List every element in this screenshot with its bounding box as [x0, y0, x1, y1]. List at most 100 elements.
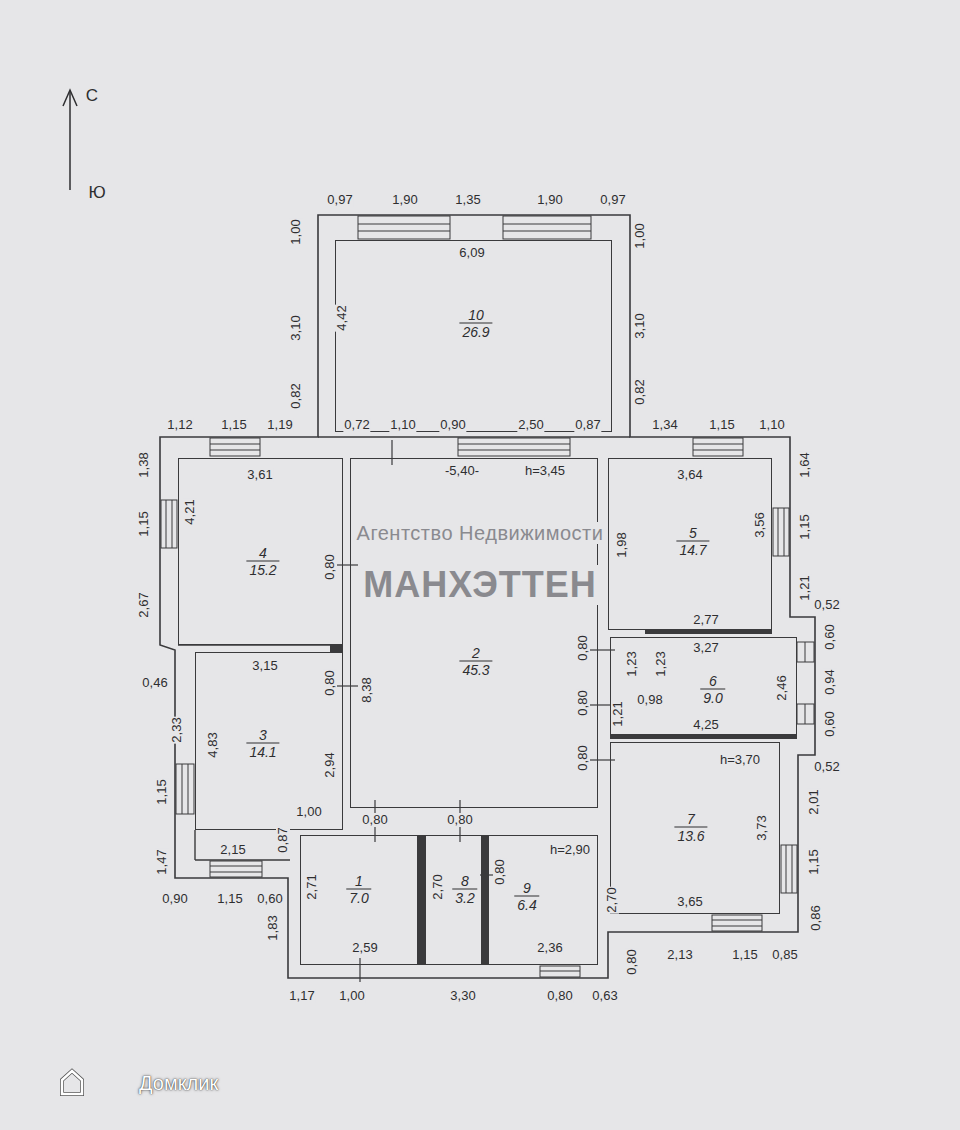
dimension: 0,80 [546, 989, 573, 1003]
room-area: 13.6 [674, 828, 707, 844]
dimension: 1,23 [625, 650, 639, 677]
dimension: 0,63 [591, 989, 618, 1003]
dimension: 0,82 [633, 378, 647, 405]
dimension: 2,71 [305, 873, 319, 900]
dimension: 1,64 [798, 451, 812, 478]
dimension: 2,01 [807, 788, 821, 815]
room-area: 6.4 [514, 897, 539, 913]
room: 1026.9 [335, 240, 612, 432]
room: 514.7 [608, 458, 772, 630]
room-number: 4 [246, 545, 279, 562]
dimension: 3,73 [755, 814, 769, 841]
dimension: 0,52 [813, 760, 840, 774]
dimension: 0,60 [256, 892, 283, 906]
room-area: 9.0 [700, 690, 725, 706]
room-number: 10 [459, 307, 492, 324]
dimension: 1,38 [137, 451, 151, 478]
wall-line [318, 436, 630, 437]
dimension: 1,90 [391, 193, 418, 207]
dimension: 1,19 [266, 418, 293, 432]
dimension: 4,83 [206, 731, 220, 758]
room-area: 14.7 [676, 542, 709, 558]
wall-line [195, 859, 290, 860]
dimension: 0,86 [809, 904, 823, 931]
dimension: 0,80 [625, 948, 639, 975]
windows [161, 216, 814, 977]
room-label: 314.1 [246, 727, 279, 760]
dimension: 0,80 [493, 858, 507, 885]
room-number: 9 [514, 880, 539, 897]
room-label: 96.4 [514, 880, 539, 913]
room-area: 3.2 [452, 890, 477, 906]
dimension: 3,15 [251, 659, 278, 673]
dimension: 0,46 [141, 676, 168, 690]
dimension: 1,12 [166, 418, 193, 432]
dimension: 1,15 [216, 892, 243, 906]
dimension: 1,15 [220, 418, 247, 432]
dimension: 4,42 [335, 304, 349, 331]
compass-letter: С [85, 87, 99, 105]
dimension: 4,21 [183, 498, 197, 525]
room: 69.0 [610, 637, 797, 735]
room: 17.0 [300, 835, 418, 965]
room-label: 514.7 [676, 525, 709, 558]
dimension: 1,17 [288, 989, 315, 1003]
dimension: 1,15 [155, 778, 169, 805]
dimension: 6,09 [458, 246, 485, 260]
room-area: 15.2 [246, 562, 279, 578]
room-label: 69.0 [700, 673, 725, 706]
room: 96.4 [488, 835, 598, 965]
room-area: 26.9 [459, 324, 492, 340]
dimension: 0,90 [439, 418, 466, 432]
dimension: 1,21 [611, 700, 625, 727]
room: 713.6 [610, 742, 780, 914]
dimension: 3,10 [289, 314, 303, 341]
site-logo-text: Домклик [138, 1072, 219, 1094]
dimension: 1,23 [654, 650, 668, 677]
dimension: 2,70 [431, 873, 445, 900]
dimension: 1,35 [454, 193, 481, 207]
room-area: 7.0 [346, 890, 371, 906]
dimension: 0,87 [574, 418, 601, 432]
room-number: 3 [246, 727, 279, 744]
dimension: 0,87 [276, 826, 290, 853]
door-marks [330, 440, 797, 982]
watermark: Агентство Недвижимости [356, 522, 605, 544]
dimension: 3,30 [449, 989, 476, 1003]
north-arrow [63, 90, 77, 190]
dimension: 0,90 [161, 892, 188, 906]
dimension: 2,59 [351, 941, 378, 955]
dimension: 2,46 [775, 674, 789, 701]
room-area: 45.3 [459, 662, 492, 678]
dimension: h=2,90 [549, 843, 591, 857]
dimension: 0,60 [823, 710, 837, 737]
room-area: 14.1 [246, 744, 279, 760]
dimension: 3,56 [753, 511, 767, 538]
dimension: h=3,70 [719, 753, 761, 767]
dimension: 0,98 [636, 693, 663, 707]
dimension: 0,82 [289, 382, 303, 409]
dimension: 1,83 [266, 914, 280, 941]
dimension: 4,25 [692, 718, 719, 732]
room-number: 8 [452, 873, 477, 890]
dimension: 1,47 [155, 848, 169, 875]
dimension: 0,80 [576, 689, 590, 716]
dimension: 2,13 [666, 948, 693, 962]
room-label: 17.0 [346, 873, 371, 906]
room: 245.3 [350, 458, 598, 808]
dimension: 0,97 [326, 193, 353, 207]
dimension: 1,34 [651, 418, 678, 432]
dimension: 1,15 [137, 510, 151, 537]
dimension: 1,10 [758, 418, 785, 432]
dimension: 8,38 [360, 676, 374, 703]
dimension: 0,72 [343, 418, 370, 432]
logo-icon [62, 1071, 82, 1094]
dimension: 0,85 [771, 948, 798, 962]
dimension: 1,00 [338, 989, 365, 1003]
dimension: 2,33 [170, 716, 184, 743]
room: 314.1 [195, 652, 343, 830]
dimension: 2,70 [605, 886, 619, 913]
room-number: 2 [459, 645, 492, 662]
dimension: 0,94 [823, 668, 837, 695]
